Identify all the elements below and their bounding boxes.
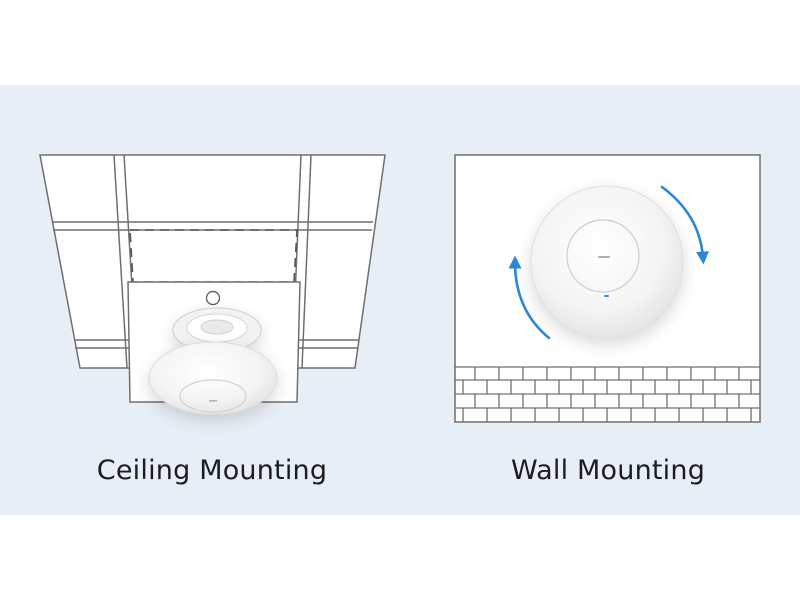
wall-illustration xyxy=(454,154,761,423)
ceiling-access-point-icon xyxy=(148,341,278,415)
wall-access-point-icon xyxy=(530,185,684,339)
ceiling-illustration xyxy=(39,154,386,415)
ceiling-mounting-caption: Ceiling Mounting xyxy=(96,455,328,486)
rotate-arrows-icon xyxy=(508,185,710,340)
wall-brick-icon xyxy=(455,366,760,422)
wall-mounting-caption: Wall Mounting xyxy=(510,455,706,486)
